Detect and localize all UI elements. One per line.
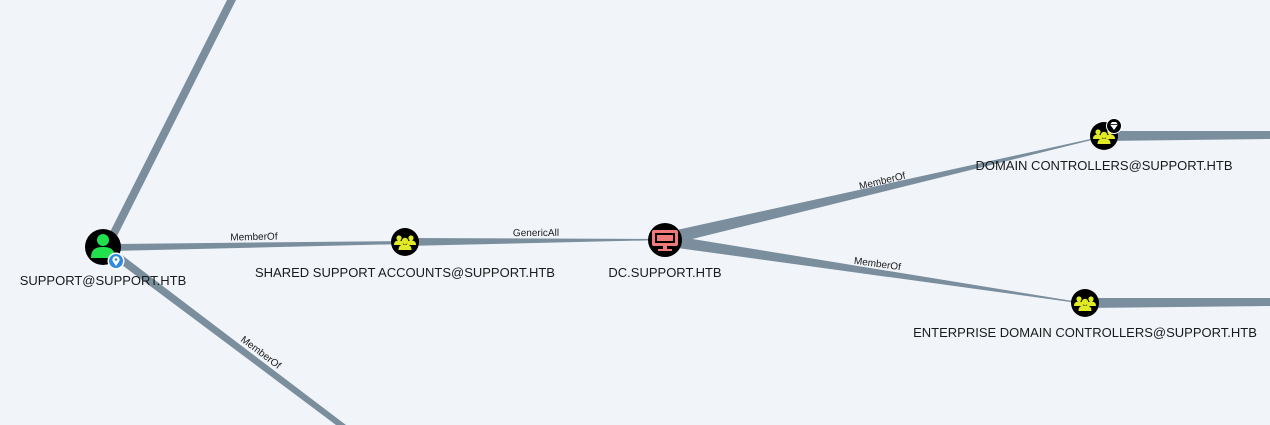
edge-user-to-offscreen-down[interactable] <box>110 252 346 425</box>
edge-user-to-offscreen-up[interactable] <box>108 0 236 240</box>
node-group-domain-controllers[interactable]: DOMAIN CONTROLLERS@SUPPORT.HTB <box>975 118 1233 174</box>
edge-layer <box>108 0 1270 425</box>
node-label-domain-controllers: DOMAIN CONTROLLERS@SUPPORT.HTB <box>975 158 1232 173</box>
gem-icon <box>1106 118 1122 134</box>
group-icon <box>394 235 416 250</box>
node-group-shared-support[interactable]: SHARED SUPPORT ACCOUNTS@SUPPORT.HTB <box>255 228 555 280</box>
edge-user-to-shared[interactable] <box>112 241 405 251</box>
edge-dc-to-enterprise[interactable] <box>663 235 1085 304</box>
edge-dc-to-domain-controllers[interactable] <box>663 136 1104 245</box>
computer-icon <box>652 230 678 251</box>
user-icon <box>91 234 115 258</box>
map-pin-icon <box>107 252 125 270</box>
node-group-enterprise-domain-controllers[interactable]: ENTERPRISE DOMAIN CONTROLLERS@SUPPORT.HT… <box>913 289 1257 340</box>
node-label-shared-support: SHARED SUPPORT ACCOUNTS@SUPPORT.HTB <box>255 265 555 280</box>
group-icon <box>1074 296 1096 311</box>
node-label-enterprise-domain-controllers: ENTERPRISE DOMAIN CONTROLLERS@SUPPORT.HT… <box>913 325 1257 340</box>
node-user-support[interactable]: SUPPORT@SUPPORT.HTB <box>20 229 187 288</box>
edge-label-shared-to-dc: GenericAll <box>513 228 559 239</box>
node-label-dc: DC.SUPPORT.HTB <box>608 265 721 280</box>
edge-domain-controllers-to-offscreen[interactable] <box>1104 131 1270 141</box>
edge-enterprise-to-offscreen[interactable] <box>1085 298 1270 308</box>
node-computer-dc[interactable]: DC.SUPPORT.HTB <box>608 223 722 280</box>
edge-shared-to-dc[interactable] <box>405 238 665 246</box>
edge-label-user-to-shared: MemberOf <box>230 232 278 244</box>
node-label-user: SUPPORT@SUPPORT.HTB <box>20 273 187 288</box>
